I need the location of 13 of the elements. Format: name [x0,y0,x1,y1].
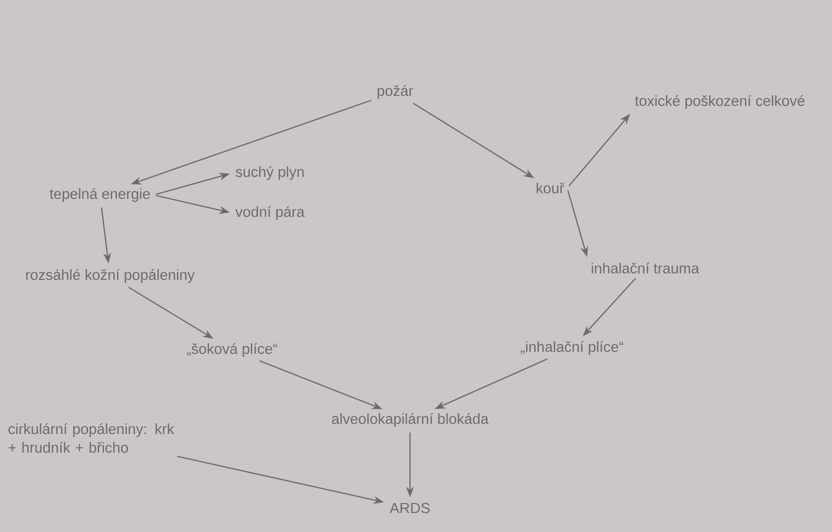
node-text: suchý plyn [236,166,304,180]
node-text: inhalační trauma [592,262,700,274]
node-text: toxické poškození celkové [635,95,804,109]
node-text: kouř [536,182,565,194]
node-text: rozsáhlé kožní popáleniny [26,269,195,283]
node-text: „inhalační plíce“ [520,341,624,355]
node-text: tepelná energie [50,188,150,202]
node-text: vodní pára [235,206,305,220]
node-text: požár [378,85,414,99]
node-text: cirkulární popáleniny: krk + hrudník + břicho [8,423,174,453]
node-text: alveolokapilární blokáda [332,413,489,427]
node-text: ARDS [390,502,430,514]
node-text: „šoková plíce“ [186,343,278,357]
